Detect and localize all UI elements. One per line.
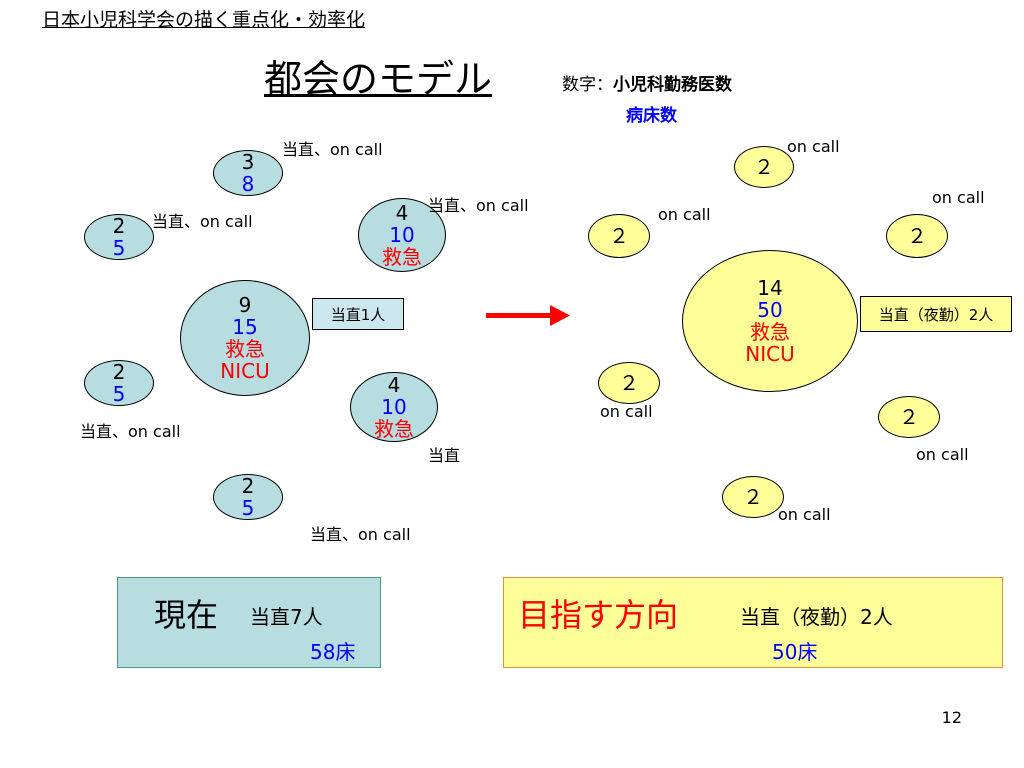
node-doctors: 2 (241, 474, 255, 498)
future-right-lower-label: on call (916, 445, 969, 464)
legend-doctors-label: 小児科勤務医数 (613, 75, 732, 95)
summary-goal-box: 目指す方向 当直（夜勤）2人 50床 (503, 577, 1003, 668)
future-bottom-label: on call (778, 505, 831, 524)
node-doctors: 14 (757, 276, 783, 300)
current-top-node: 3 8 (213, 150, 283, 196)
node-beds: 10 (381, 395, 407, 419)
node-beds: 5 (112, 382, 126, 406)
current-top-label: 当直、on call (282, 140, 383, 159)
node-er: 救急 (750, 320, 790, 344)
summary-now-box: 現在 当直7人 58床 (117, 577, 381, 668)
node-doctors: 9 (238, 293, 252, 317)
slide-header: 日本小児科学会の描く重点化・効率化 (42, 9, 366, 31)
legend-doctors: 数字：小児科勤務医数 (562, 70, 732, 95)
node-doctors: ２ (743, 485, 763, 509)
future-top-node: ２ (734, 146, 794, 188)
future-hub-duty-box: 当直（夜勤）2人 (860, 296, 1012, 332)
node-doctors: 3 (241, 150, 255, 174)
future-top-label: on call (787, 137, 840, 156)
future-left-lower-label: on call (600, 402, 653, 421)
current-left-lower-label: 当直、on call (80, 422, 181, 441)
future-bottom-node: ２ (722, 476, 784, 518)
node-doctors: 4 (395, 201, 409, 225)
summary-goal-beds: 50床 (772, 640, 818, 664)
node-beds: 50 (757, 298, 783, 322)
page-number: 12 (941, 708, 962, 727)
current-right-upper-node: 4 10 救急 (358, 198, 446, 272)
node-beds: 8 (241, 172, 255, 196)
current-right-lower-node: 4 10 救急 (350, 372, 438, 442)
node-doctors: ２ (907, 224, 927, 248)
future-right-upper-node: ２ (886, 214, 948, 258)
node-doctors: ２ (619, 371, 639, 395)
transition-arrow (486, 305, 570, 326)
node-er: 救急 (374, 417, 414, 441)
node-beds: 5 (112, 236, 126, 260)
future-left-upper-node: ２ (588, 214, 650, 258)
node-doctors: 2 (112, 360, 126, 384)
summary-now-beds: 58床 (310, 640, 356, 664)
future-right-upper-label: on call (932, 188, 985, 207)
future-right-lower-node: ２ (878, 396, 940, 438)
legend-prefix: 数字： (562, 75, 613, 95)
slide-title: 都会のモデル (264, 57, 493, 101)
current-right-lower-label: 当直 (428, 446, 461, 465)
current-left-upper-node: 2 5 (84, 214, 154, 260)
current-hub-node: 9 15 救急 NICU (180, 280, 310, 396)
node-doctors: ２ (899, 405, 919, 429)
current-right-upper-label: 当直、on call (428, 196, 529, 215)
node-nicu: NICU (745, 342, 795, 366)
node-beds: 10 (389, 223, 415, 247)
summary-goal-label: 目指す方向 (518, 596, 679, 634)
node-doctors: 2 (112, 214, 126, 238)
legend-beds: 病床数 (626, 106, 677, 126)
node-doctors: ２ (609, 224, 629, 248)
node-doctors: ２ (754, 155, 774, 179)
node-er: 救急 (382, 245, 422, 269)
node-nicu: NICU (220, 359, 270, 383)
current-left-lower-node: 2 5 (84, 360, 154, 406)
current-hub-duty-box: 当直1人 (312, 298, 404, 330)
current-bottom-label: 当直、on call (310, 525, 411, 544)
current-left-upper-label: 当直、on call (152, 212, 253, 231)
future-left-upper-label: on call (658, 205, 711, 224)
node-beds: 5 (241, 496, 255, 520)
summary-now-duty: 当直7人 (250, 605, 323, 629)
future-hub-node: 14 50 救急 NICU (682, 250, 858, 392)
node-doctors: 4 (387, 373, 401, 397)
node-er: 救急 (225, 337, 265, 361)
current-bottom-node: 2 5 (213, 474, 283, 520)
future-left-lower-node: ２ (598, 362, 660, 404)
summary-now-label: 現在 (154, 596, 219, 634)
summary-goal-duty: 当直（夜勤）2人 (740, 605, 893, 629)
node-beds: 15 (232, 315, 258, 339)
